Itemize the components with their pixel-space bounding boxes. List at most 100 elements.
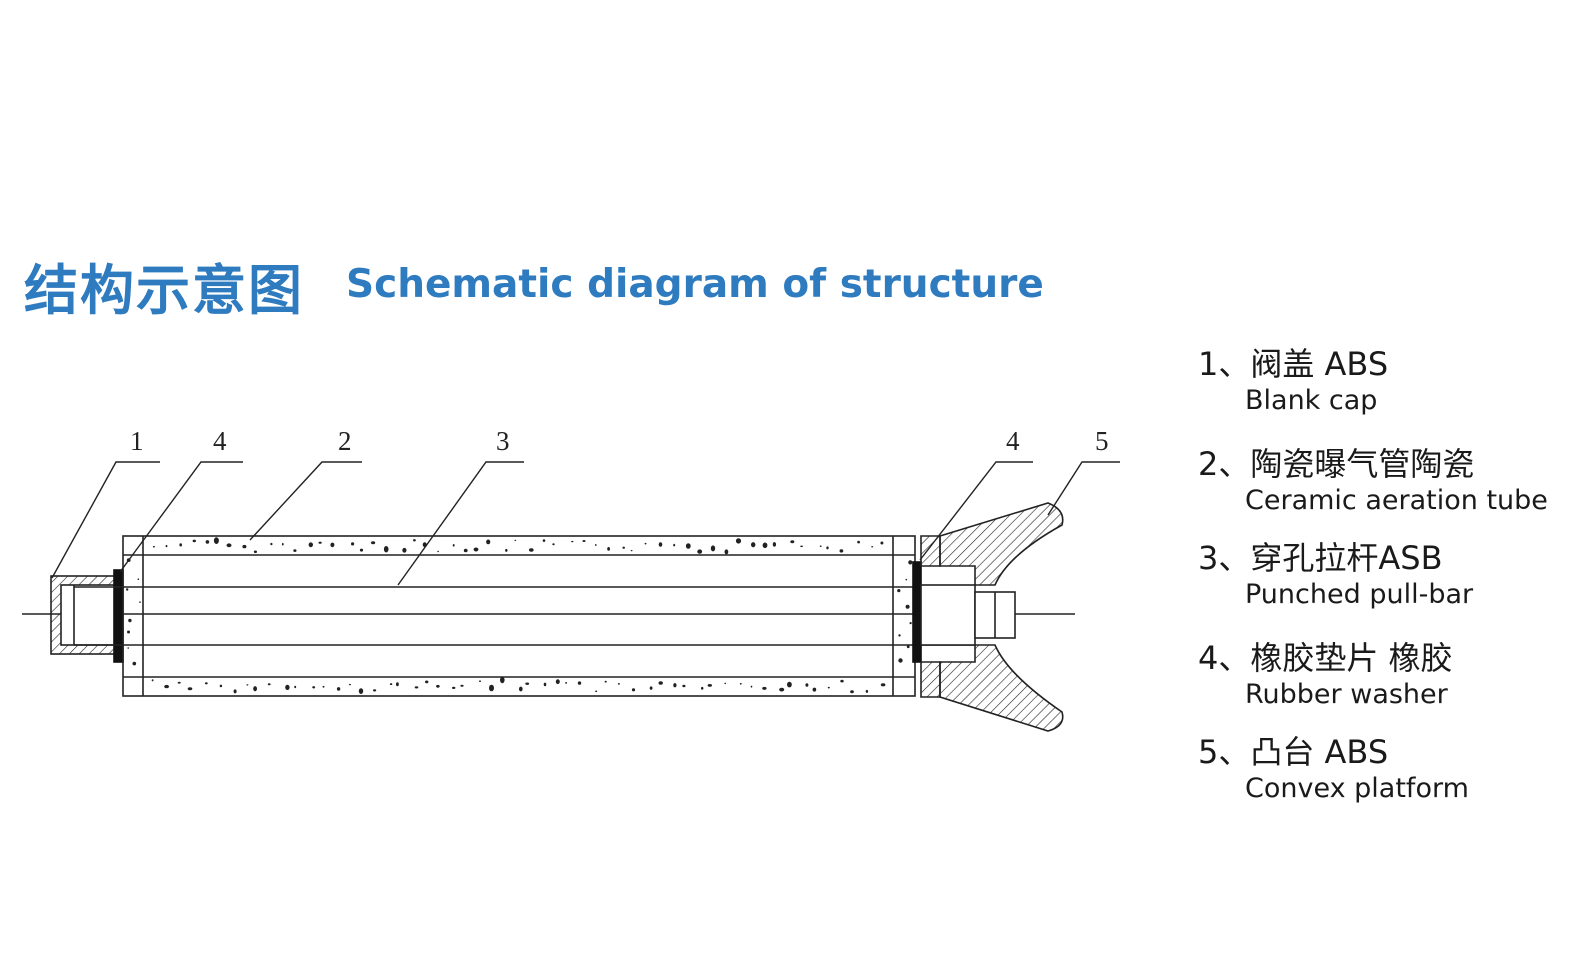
- pore-dot: [204, 682, 208, 685]
- pore-dot: [880, 683, 886, 687]
- pore-dot: [552, 543, 555, 546]
- pore-dot: [710, 545, 716, 552]
- pore-dot: [673, 683, 677, 688]
- pore-dot: [402, 547, 407, 553]
- pore-dot: [318, 541, 322, 544]
- pore-dot: [127, 647, 129, 649]
- legend-item-3-en: Punched pull-bar: [1245, 579, 1474, 610]
- pore-dot: [909, 622, 912, 625]
- ceramic-tube: [122, 535, 916, 697]
- pore-dot: [139, 601, 141, 603]
- pore-dot: [707, 684, 712, 687]
- pore-dot: [425, 680, 429, 684]
- pore-dot: [577, 681, 582, 685]
- pore-dot: [152, 545, 155, 548]
- pore-dot: [359, 548, 364, 552]
- pore-dot: [137, 578, 140, 580]
- callout-numbers: 1 4 2 3 4 5: [130, 426, 1109, 456]
- pore-dot: [762, 686, 767, 690]
- pore-dot: [787, 681, 792, 688]
- pore-dot: [812, 687, 817, 692]
- pore-dot: [617, 683, 620, 685]
- pore-dot: [762, 542, 768, 549]
- pore-dot: [750, 685, 753, 688]
- pore-dot: [644, 542, 647, 545]
- pore-dot: [595, 690, 598, 693]
- pore-dot: [246, 684, 249, 686]
- pore-dot: [906, 645, 910, 649]
- pore-dot: [850, 690, 854, 694]
- pore-dot: [336, 687, 341, 691]
- pore-dot: [685, 543, 691, 549]
- pore-dot: [658, 542, 663, 547]
- pore-dot: [857, 540, 860, 544]
- pore-dot: [242, 544, 247, 549]
- pore-dot: [437, 550, 439, 553]
- legend-item-5: 5、凸台 ABS Convex platform: [1198, 732, 1588, 806]
- pore-dot: [529, 548, 534, 552]
- pore-dot: [179, 543, 182, 547]
- pore-dot: [127, 630, 130, 634]
- pore-dot: [595, 544, 597, 546]
- pore-dot: [452, 544, 455, 547]
- pore-dot: [735, 538, 742, 544]
- pore-dot: [827, 686, 830, 689]
- pore-dot: [604, 680, 607, 683]
- pore-dot: [413, 539, 416, 542]
- pore-dot: [213, 537, 219, 544]
- pore-dot: [673, 543, 676, 547]
- rubber-washer-left: [113, 569, 124, 663]
- pore-dot: [312, 686, 316, 689]
- pore-dot: [658, 681, 663, 685]
- legend-item-4: 4、橡胶垫片 橡胶 Rubber washer: [1198, 638, 1588, 712]
- pore-dot: [739, 682, 742, 685]
- legend-item-5-en: Convex platform: [1245, 773, 1469, 804]
- pore-dot: [293, 549, 297, 552]
- pore-dot: [500, 676, 505, 684]
- pore-dot: [724, 549, 729, 555]
- pore-dot: [800, 545, 803, 548]
- pore-dot: [330, 542, 335, 548]
- pore-dot: [905, 578, 908, 581]
- pore-dot: [253, 550, 257, 554]
- pore-dot: [542, 539, 546, 542]
- pore-dot: [389, 683, 393, 686]
- pore-dot: [724, 682, 726, 685]
- callout-2: 2: [338, 426, 352, 456]
- pore-dot: [396, 682, 399, 687]
- pore-dot: [772, 542, 777, 547]
- page-title-en: Schematic diagram of structure: [346, 262, 1044, 307]
- pore-dot: [192, 539, 196, 543]
- legend-item-4-en: Rubber washer: [1245, 679, 1448, 710]
- pore-dot: [486, 539, 491, 545]
- callout-4-left: 4: [213, 426, 227, 456]
- pore-dot: [294, 685, 297, 689]
- pore-dot: [898, 634, 901, 637]
- callout-4-right: 4: [1006, 426, 1020, 456]
- pore-dot: [226, 543, 232, 548]
- pore-dot: [463, 548, 468, 553]
- pore-dot: [233, 689, 237, 694]
- legend-item-1: 1、阀盖 ABS Blank cap: [1198, 344, 1588, 418]
- legend-item-2-zh: 2、陶瓷曝气管陶瓷: [1198, 445, 1475, 483]
- pore-dot: [205, 540, 210, 544]
- rubber-washer-right: [912, 561, 922, 663]
- pore-dot: [751, 542, 756, 548]
- pore-dot: [373, 689, 377, 692]
- legend-item-4-zh: 4、橡胶垫片 橡胶: [1198, 639, 1453, 677]
- pore-dot: [790, 540, 795, 544]
- pore-dot: [436, 684, 440, 688]
- legend-item-2-en: Ceramic aeration tube: [1245, 485, 1548, 516]
- pore-dot: [871, 546, 874, 548]
- pore-dot: [880, 541, 884, 545]
- pore-dot: [701, 686, 704, 690]
- pore-dot: [631, 688, 636, 692]
- pore-dot: [460, 684, 464, 687]
- punched-pull-bar: [74, 586, 975, 646]
- pore-dot: [322, 685, 325, 688]
- pore-dot: [555, 679, 560, 685]
- pore-dot: [543, 682, 547, 687]
- callout-3: 3: [496, 426, 510, 456]
- pore-dot: [905, 604, 910, 609]
- pore-dot: [582, 540, 586, 542]
